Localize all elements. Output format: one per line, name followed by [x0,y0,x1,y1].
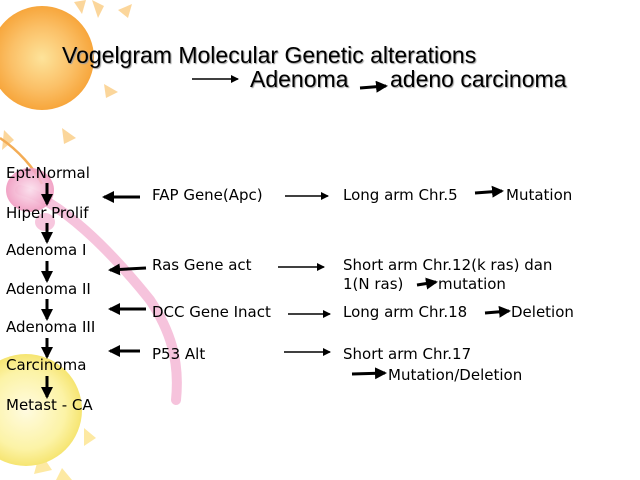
effect-mutation-1: Mutation [506,186,573,204]
slide-title: Vogelgram Molecular Genetic alterations [62,42,477,68]
sun-rays [2,0,132,150]
gene-ras: Ras Gene act [152,256,252,274]
location-chr5: Long arm Chr.5 [343,186,458,204]
title-arrow-middle [359,80,388,93]
stage-hiper-prolif: Hiper Prolif [6,204,89,222]
location-chr18: Long arm Chr.18 [343,303,468,321]
location-chr17: Short arm Chr.17 [343,345,472,363]
stage-adenoma-3: Adenoma III [6,318,96,336]
stage-adenoma-2: Adenoma II [6,280,91,298]
location-chr12: Short arm Chr.12(k ras) dan [343,256,553,274]
yellow-sun [0,354,82,466]
gene-dcc: DCC Gene Inact [152,303,271,321]
stage-adenoma-1: Adenoma I [6,241,87,259]
effect-mutation-deletion: Mutation/Deletion [388,366,523,384]
title-from: Adenoma [250,66,349,92]
gene-p53: P53 Alt [152,345,206,363]
stage-metastasis: Metast - CA [6,396,93,414]
gene-to-stage-arrows [102,191,147,357]
title-to: adeno carcinoma [390,66,567,92]
effect-deletion: Deletion [511,303,574,321]
effect-mutation-2: mutation [438,275,506,293]
stage-ept-normal: Ept.Normal [6,164,90,182]
location-to-effect-arrows [351,185,511,380]
location-chr1: 1(N ras) [343,275,404,293]
pink-ribbon [15,185,182,405]
gene-to-location-arrows [278,192,331,356]
orange-sun [0,6,94,110]
gene-fap: FAP Gene(Apc) [152,186,263,204]
stage-carcinoma: Carcinoma [6,356,87,374]
